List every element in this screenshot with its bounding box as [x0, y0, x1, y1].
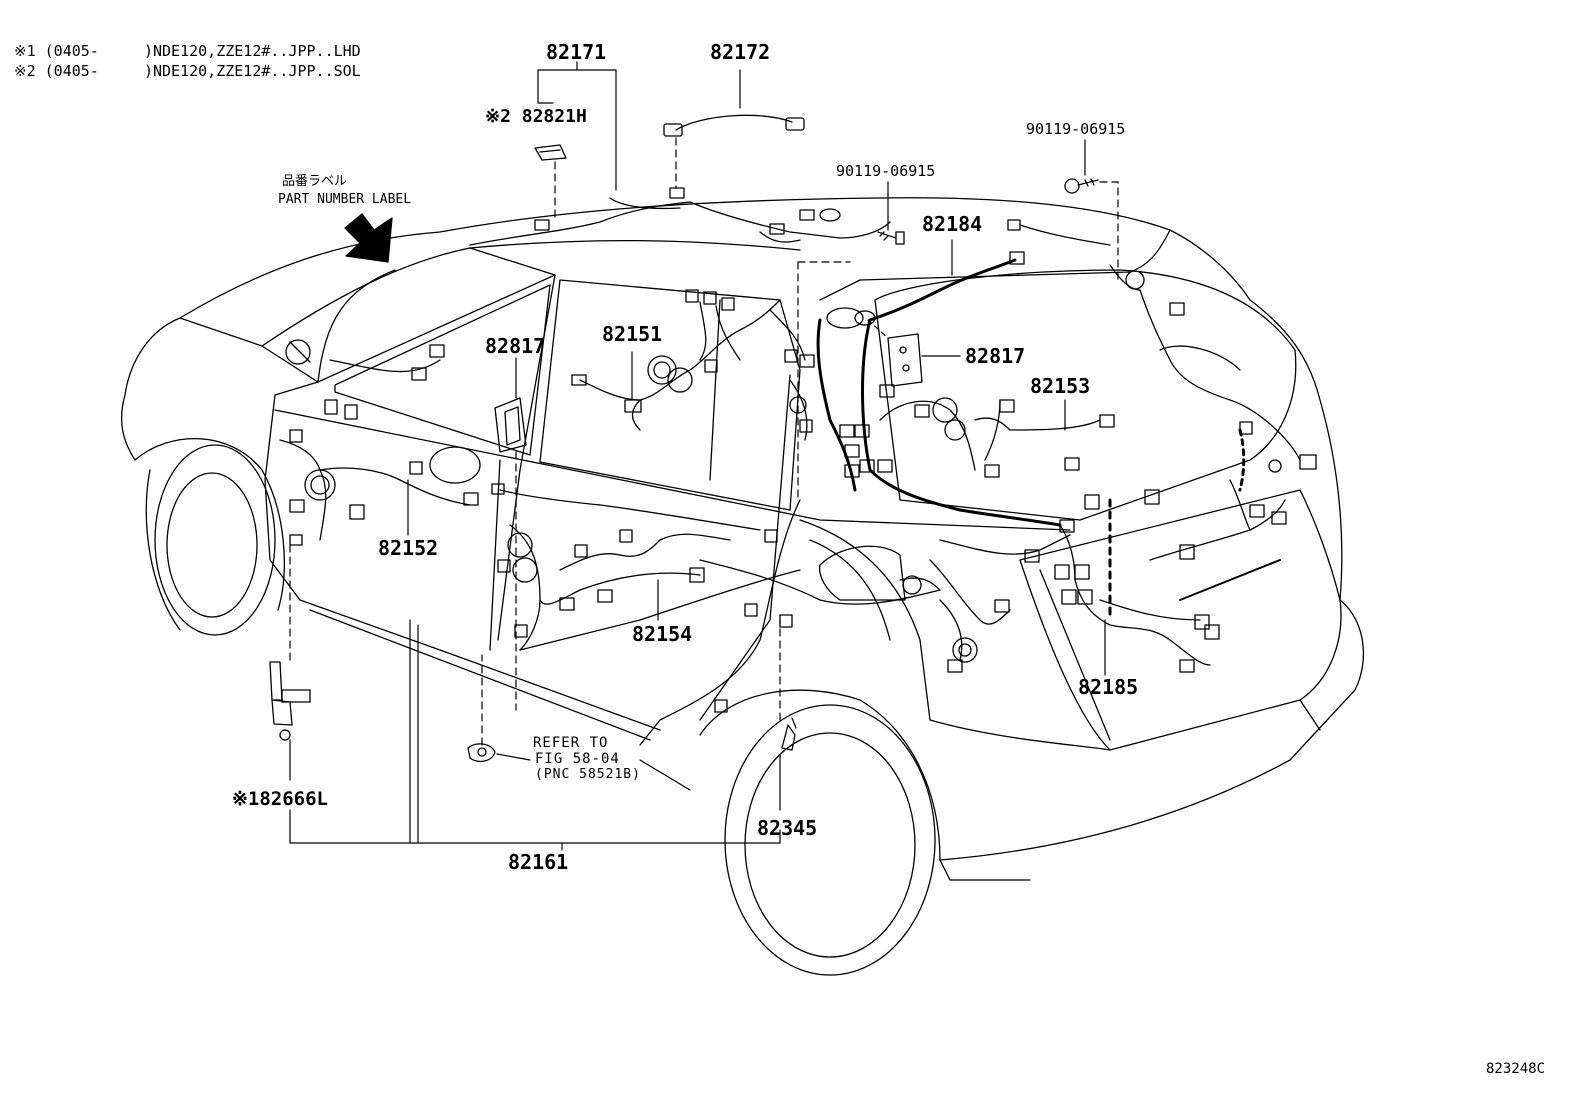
note-1: ※1 (0405- )NDE120,ZZE12#..JPP..LHD [14, 42, 361, 60]
harness-82153-rear-quarter [879, 219, 1301, 478]
callout-82172: 82172 [710, 40, 771, 64]
connector-82666l [269, 661, 311, 741]
refer-line-3: (PNC 58521B) [535, 767, 641, 782]
clip-icon [467, 743, 496, 763]
harness-82151-front-door [329, 289, 781, 431]
harness-82161-floor [519, 309, 1071, 746]
connector-82345 [781, 717, 797, 751]
callout-82817-left: 82817 [485, 334, 546, 358]
callout-82171: 82171 [546, 40, 607, 64]
callout-82184: 82184 [922, 212, 983, 236]
harness-82184-parts [826, 251, 1025, 478]
harness-82152-front-door [279, 399, 481, 546]
callout-82152: 82152 [378, 536, 439, 560]
callout-82666l: ※182666L [232, 788, 328, 810]
part-number-label-en: PART NUMBER LABEL [278, 192, 412, 207]
callout-90119-b: 90119-06915 [1026, 120, 1126, 138]
note-2: ※2 (0405- )NDE120,ZZE12#..JPP..SOL [14, 62, 361, 80]
refer-line-1: REFER TO [533, 735, 609, 751]
harness-82185-hatch-door [1054, 421, 1317, 673]
part-number-label-jp: 品番ラベル [282, 174, 348, 189]
callout-82821h: ※2 82821H [485, 106, 587, 127]
refer-line-2: FIG 58-04 [535, 751, 620, 767]
callout-82185: 82185 [1078, 675, 1139, 699]
arrow-icon [344, 213, 393, 263]
bolt-icon [1064, 178, 1099, 194]
callout-82817-right: 82817 [965, 344, 1026, 368]
callout-82345: 82345 [757, 816, 818, 840]
bracket-82817-left [494, 397, 527, 453]
callout-82161: 82161 [508, 850, 569, 874]
harness-82184-hatch [816, 258, 1062, 527]
diagram-code: 823248C [1486, 1061, 1546, 1077]
callout-82151: 82151 [602, 322, 663, 346]
bolt-icon [877, 231, 905, 245]
harness-82154-rear-door [491, 483, 761, 651]
harness-82172-roof-lamp [663, 114, 805, 137]
callout-90119-a: 90119-06915 [836, 162, 936, 180]
harness-82171-roof [469, 187, 891, 246]
callout-82153: 82153 [1030, 374, 1091, 398]
bracket-82817-right [887, 333, 923, 387]
callout-82154: 82154 [632, 622, 693, 646]
clip-82821h [534, 144, 567, 161]
leader-lines [289, 61, 1119, 851]
